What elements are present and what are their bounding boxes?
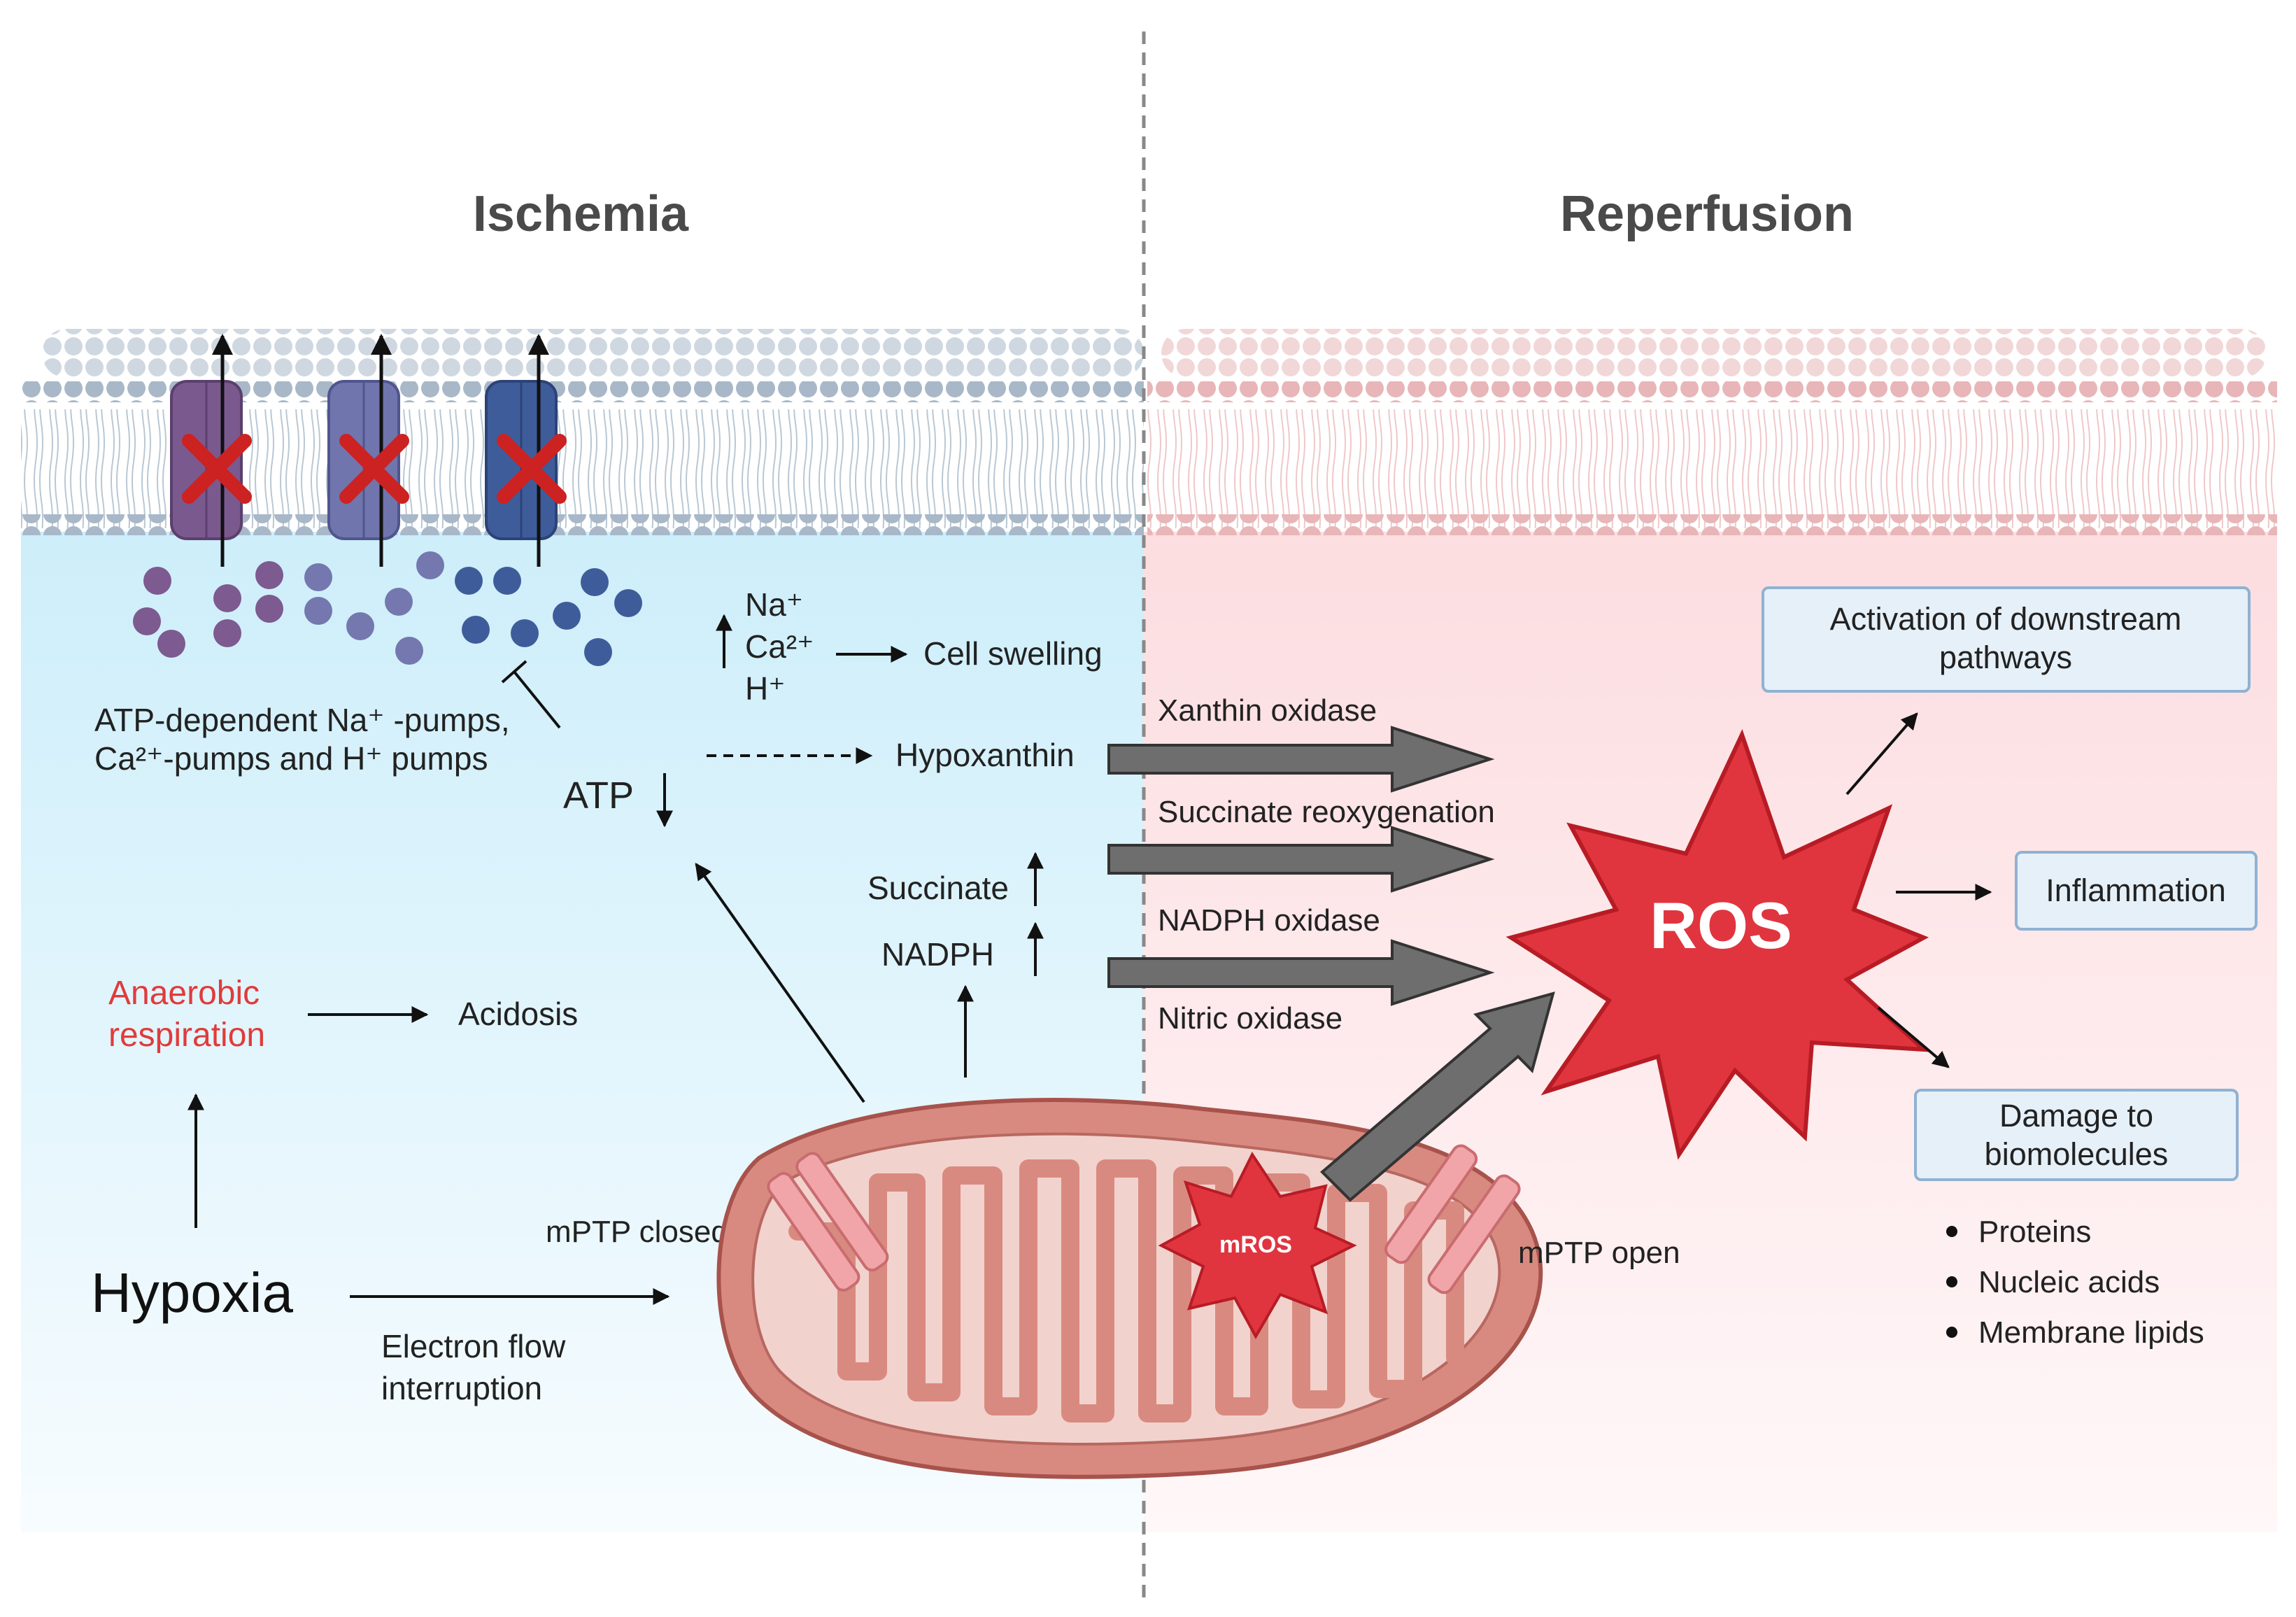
inflammation-box: Inflammation — [2015, 851, 2258, 931]
pumps-label-line1: ATP-dependent Na⁺ -pumps, — [94, 702, 510, 738]
atp-label: ATP — [563, 775, 634, 817]
mros-thick-arrow — [1320, 991, 1555, 1202]
source-xanthin-oxidase: Xanthin oxidase — [1158, 693, 1377, 728]
ros-to-activation-arrow — [1845, 712, 1918, 796]
biomolecule-nucleic-acids: Nucleic acids — [1978, 1265, 2160, 1299]
ion-particles — [133, 551, 642, 666]
source-nadph-oxidase: NADPH oxidase — [1158, 903, 1380, 938]
mptp-open-label: mPTP open — [1518, 1236, 1680, 1270]
biomolecule-proteins: Proteins — [1978, 1215, 2091, 1249]
heading-reperfusion: Reperfusion — [1560, 186, 1854, 242]
ion-h: H⁺ — [745, 670, 786, 707]
electron-flow-line1: Electron flow — [381, 1328, 566, 1364]
hypoxia-label: Hypoxia — [91, 1262, 294, 1324]
mptp-closed-label: mPTP closed — [546, 1215, 728, 1249]
electron-flow-line2: interruption — [381, 1370, 542, 1406]
activation-label-line2: pathways — [1939, 640, 2072, 675]
damage-label-line1: Damage to — [1999, 1098, 2153, 1134]
ion-pump-h — [485, 334, 567, 567]
mros-label: mROS — [1219, 1231, 1292, 1258]
damage-box: Damage to biomolecules — [1914, 1089, 2239, 1181]
succinate-label: Succinate — [867, 870, 1009, 906]
mptp-open-channel — [1384, 1144, 1521, 1294]
ion-na: Na⁺ — [745, 586, 803, 623]
mptp-closed-channel — [767, 1152, 889, 1292]
activation-box: Activation of downstream pathways — [1762, 586, 2251, 693]
source-succinate-reoxygenation: Succinate reoxygenation — [1158, 795, 1495, 829]
succinate-thick-arrow — [1107, 826, 1495, 893]
mros-burst — [1158, 1152, 1357, 1340]
cell-membrane-reperfusion — [1147, 329, 2277, 535]
damage-label-line2: biomolecules — [1985, 1136, 2169, 1172]
thick-arrows — [1107, 726, 1555, 1202]
nadph-thick-arrow — [1107, 939, 1495, 1006]
ion-pump-ca — [327, 334, 409, 567]
anaerobic-label-line1: Anaerobic — [108, 975, 260, 1012]
biomolecules-list: Proteins Nucleic acids Membrane lipids — [1946, 1215, 2204, 1350]
heading-ischemia: Ischemia — [473, 186, 689, 242]
mito-to-atp-arrow — [695, 863, 865, 1103]
hypoxanthin-label: Hypoxanthin — [895, 737, 1075, 773]
activation-label-line1: Activation of downstream — [1830, 601, 2182, 637]
anaerobic-label-line2: respiration — [108, 1017, 265, 1054]
source-nitric-oxidase: Nitric oxidase — [1158, 1001, 1342, 1036]
inflammation-label: Inflammation — [2046, 873, 2226, 908]
nadph-label: NADPH — [881, 936, 994, 973]
inhibition-line — [501, 660, 561, 729]
ros-to-damage-arrow — [1877, 1006, 1950, 1068]
xanthin-thick-arrow — [1107, 726, 1495, 793]
biomolecule-membrane-lipids: Membrane lipids — [1978, 1315, 2204, 1350]
mitochondrion — [716, 1098, 1543, 1479]
cell-swelling-label: Cell swelling — [923, 635, 1103, 672]
ion-pump-na — [170, 334, 252, 567]
acidosis-label: Acidosis — [458, 996, 578, 1032]
ros-burst — [1505, 729, 1930, 1160]
ros-label: ROS — [1650, 889, 1792, 962]
ion-ca: Ca²⁺ — [745, 628, 814, 665]
pumps-label-line2: Ca²⁺-pumps and H⁺ pumps — [94, 740, 488, 777]
